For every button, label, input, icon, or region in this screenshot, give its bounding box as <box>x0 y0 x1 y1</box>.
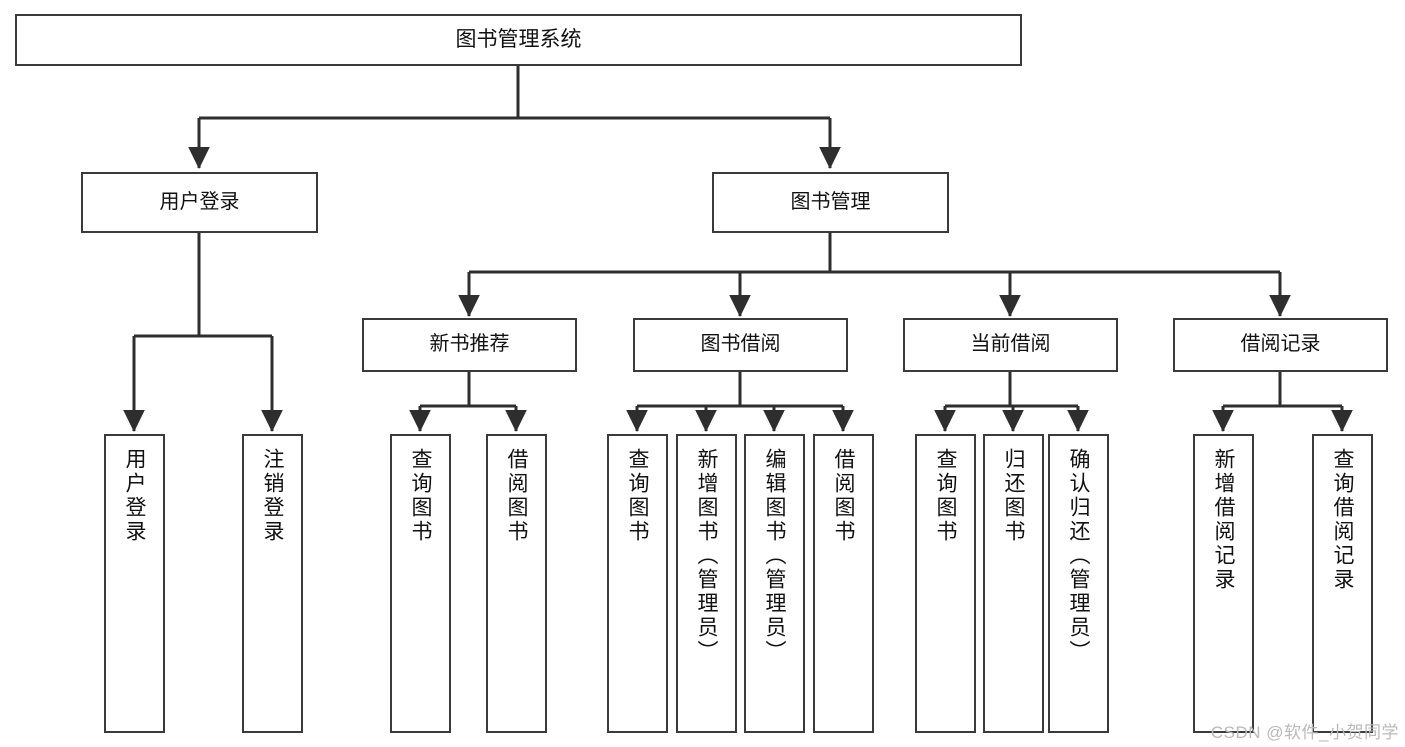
node-label: 查询图书 <box>934 448 957 544</box>
node-leaf-query-borrow-record[interactable]: 查询借阅记录 <box>1312 434 1373 733</box>
node-leaf-query-book-rec[interactable]: 查询图书 <box>390 434 451 733</box>
node-leaf-add-borrow-record[interactable]: 新增借阅记录 <box>1193 434 1254 733</box>
node-new-book-recommendation[interactable]: 新书推荐 <box>362 318 577 372</box>
node-label: 用户登录 <box>123 448 146 544</box>
node-borrowing-record[interactable]: 借阅记录 <box>1173 318 1388 372</box>
node-label: 确认归还（管理员） <box>1067 448 1090 664</box>
node-leaf-return-book[interactable]: 归还图书 <box>983 434 1044 733</box>
node-leaf-logout[interactable]: 注销登录 <box>242 434 303 733</box>
node-label: 当前借阅 <box>970 333 1051 356</box>
node-book-management[interactable]: 图书管理 <box>712 172 949 233</box>
node-label: 查询图书 <box>409 448 432 544</box>
node-label: 新增借阅记录 <box>1212 448 1235 592</box>
node-root-book-management-system[interactable]: 图书管理系统 <box>15 14 1022 66</box>
node-label: 借阅图书 <box>832 448 855 544</box>
node-leaf-borrow-book-rec[interactable]: 借阅图书 <box>486 434 547 733</box>
node-label: 图书借阅 <box>700 333 781 356</box>
node-user-login[interactable]: 用户登录 <box>81 172 318 233</box>
node-book-borrowing[interactable]: 图书借阅 <box>633 318 848 372</box>
node-label: 新增图书（管理员） <box>695 448 718 664</box>
node-leaf-confirm-return-admin[interactable]: 确认归还（管理员） <box>1048 434 1109 733</box>
node-label: 图书管理系统 <box>455 27 582 51</box>
node-leaf-borrow-book[interactable]: 借阅图书 <box>813 434 874 733</box>
node-label: 注销登录 <box>261 448 284 544</box>
node-label: 归还图书 <box>1002 448 1025 544</box>
node-leaf-query-book-current[interactable]: 查询图书 <box>915 434 976 733</box>
node-label: 新书推荐 <box>429 333 510 356</box>
node-label: 查询图书 <box>626 448 649 544</box>
node-label: 图书管理 <box>790 190 871 213</box>
node-leaf-edit-book-admin[interactable]: 编辑图书（管理员） <box>744 434 805 733</box>
node-leaf-query-book-borrow[interactable]: 查询图书 <box>607 434 668 733</box>
node-label: 借阅记录 <box>1240 333 1321 356</box>
node-label: 借阅图书 <box>505 448 528 544</box>
node-current-borrowing[interactable]: 当前借阅 <box>903 318 1118 372</box>
node-leaf-add-book-admin[interactable]: 新增图书（管理员） <box>676 434 737 733</box>
node-leaf-user-login[interactable]: 用户登录 <box>104 434 165 733</box>
node-label: 编辑图书（管理员） <box>763 448 786 664</box>
node-label: 用户登录 <box>159 190 240 213</box>
node-label: 查询借阅记录 <box>1331 448 1354 592</box>
